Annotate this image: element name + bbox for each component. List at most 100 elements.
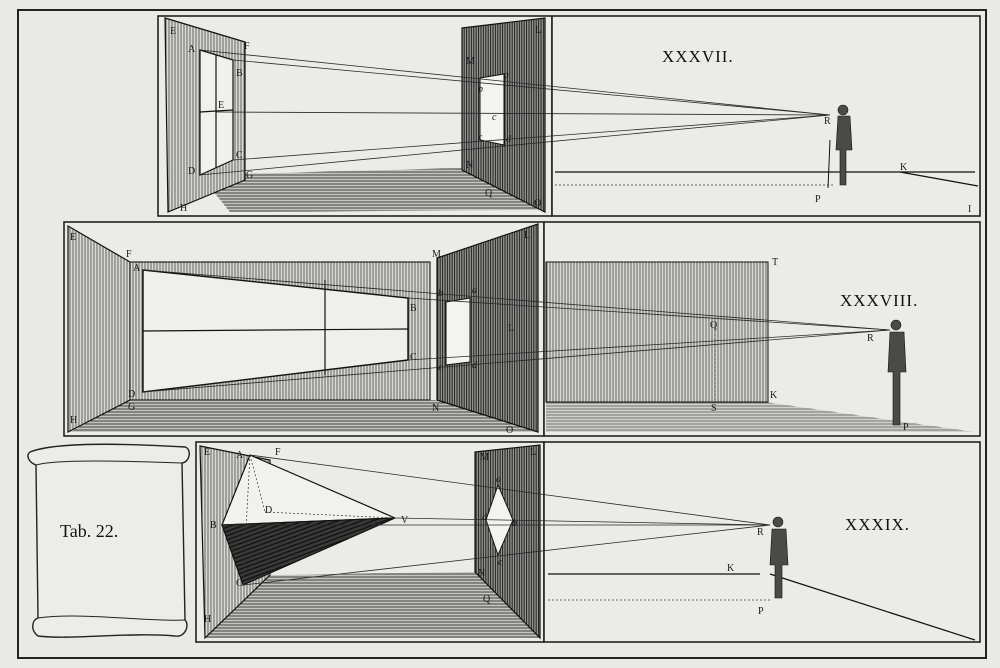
fig37-numeral: XXXVII. (662, 47, 734, 66)
fig39-letter: B (210, 520, 217, 531)
fig37-letter: F (244, 41, 250, 52)
fig37-letter: c (492, 112, 497, 123)
fig38-letter: N (432, 403, 439, 414)
fig39-letter: b (512, 518, 517, 529)
fig38-window-transom (142, 328, 409, 332)
fig38-letter: P (903, 422, 909, 433)
figure-38 (63, 221, 981, 437)
fig38-screen-image (445, 297, 471, 366)
fig39-pyramid (221, 454, 396, 586)
fig38-letter: b (438, 288, 443, 299)
fig38-letter: H (70, 415, 77, 426)
fig38-letter: C (410, 352, 417, 363)
fig38-letter: E (70, 232, 76, 243)
fig37-floor-edge (899, 171, 979, 187)
fig38-letter: T (772, 257, 778, 268)
fig38-letter: D (128, 389, 135, 400)
fig38-numeral: XXXVIII. (840, 291, 918, 310)
fig38-letter: K (770, 390, 778, 401)
fig37-letter: E (218, 100, 224, 111)
fig37-letter: C (236, 150, 243, 161)
fig37-letter: b (478, 84, 483, 95)
fig37-letter: I (968, 204, 971, 215)
fig38-letter: S (711, 403, 717, 414)
figure-37 (157, 15, 981, 217)
fig37-rays (199, 49, 831, 176)
fig37-letter: E (170, 26, 176, 37)
figure-39 (195, 441, 981, 643)
fig39-letter: c (498, 557, 503, 568)
fig39-letter: d (482, 512, 488, 523)
fig39-letter: N (478, 568, 485, 579)
fig38-letter: L (524, 230, 530, 241)
fig38-letter: d (472, 360, 478, 371)
fig37-letter: A (188, 44, 196, 55)
fig39-letter: E (204, 447, 210, 458)
fig38-rays (142, 269, 891, 393)
fig39-letter: D (265, 505, 272, 516)
fig37-letter: d (506, 134, 512, 145)
fig37-letter: L (535, 25, 541, 36)
fig39-letter: F (275, 447, 281, 458)
fig38-letter: c (438, 362, 443, 373)
fig37-window-transom (199, 109, 234, 113)
tab-scroll-cartouche (27, 443, 190, 638)
plate-border (17, 9, 987, 659)
fig38-observer-figure (887, 319, 907, 426)
fig38-letter: A (133, 263, 141, 274)
fig38-letter: Q (710, 320, 718, 331)
fig37-letter: P (815, 194, 821, 205)
fig39-letter: P (758, 606, 764, 617)
fig38-letter: O (506, 425, 513, 436)
fig37-letter: D (188, 166, 195, 177)
fig37-letter: c (478, 132, 483, 143)
fig38-letter: L (508, 323, 514, 334)
fig38-letter: a (472, 285, 477, 296)
fig39-floor-edge (769, 573, 976, 641)
plate-label: Tab. 22. (60, 521, 118, 541)
fig37-observer-figure (827, 104, 853, 189)
fig39-letter: K (727, 563, 735, 574)
fig38-letter: B (410, 303, 417, 314)
fig37-letter: R (824, 116, 831, 127)
fig39-right-panel (543, 441, 981, 643)
fig38-screen-mlno (436, 223, 539, 433)
fig39-letter: C (236, 578, 243, 589)
fig39-letter: H (204, 614, 211, 625)
fig39-letter: a (496, 474, 501, 485)
fig39-floor-shade (205, 572, 540, 638)
fig37-right-panel (551, 15, 981, 217)
fig39-letter: M (480, 452, 489, 463)
fig38-letter: M (432, 249, 441, 260)
fig37-letter: Q (485, 188, 493, 199)
fig37-screen-image (479, 73, 505, 146)
fig37-letter: M (466, 56, 475, 67)
fig39-rays (222, 454, 771, 586)
fig38-letter: G (128, 402, 135, 413)
fig37-letter: a (504, 70, 509, 81)
fig38-floor-right (546, 402, 975, 432)
fig38-wall-efgh (67, 224, 131, 433)
fig39-observer-figure (769, 516, 789, 599)
fig39-screen-mlno (474, 444, 541, 640)
fig38-letter: F (126, 249, 132, 260)
fig37-letter: K (900, 162, 908, 173)
fig37-letter: B (236, 68, 243, 79)
fig39-numeral: XXXIX. (845, 515, 910, 534)
fig39-letter: A (236, 450, 244, 461)
fig38-plane-tk (545, 261, 769, 403)
fig37-letters: E F A B E C D G H M L b a c c d N O Q R … (170, 25, 971, 215)
fig37-letter: H (180, 203, 187, 214)
fig39-letter: Q (483, 594, 491, 605)
fig39-letter: L (530, 447, 536, 458)
fig37-floor-shade (200, 168, 545, 212)
fig39-letter: V (401, 515, 409, 526)
fig38-letter: R (867, 333, 874, 344)
fig37-letter: G (246, 170, 253, 181)
fig39-letters: E A F B D V C H M L a d b c N Q R K P (204, 447, 764, 625)
fig38-letters: E F A B C D G H M L b a L c d N O T Q R … (70, 230, 909, 436)
fig37-letter: N (466, 160, 473, 171)
fig37-letter: O (534, 198, 541, 209)
